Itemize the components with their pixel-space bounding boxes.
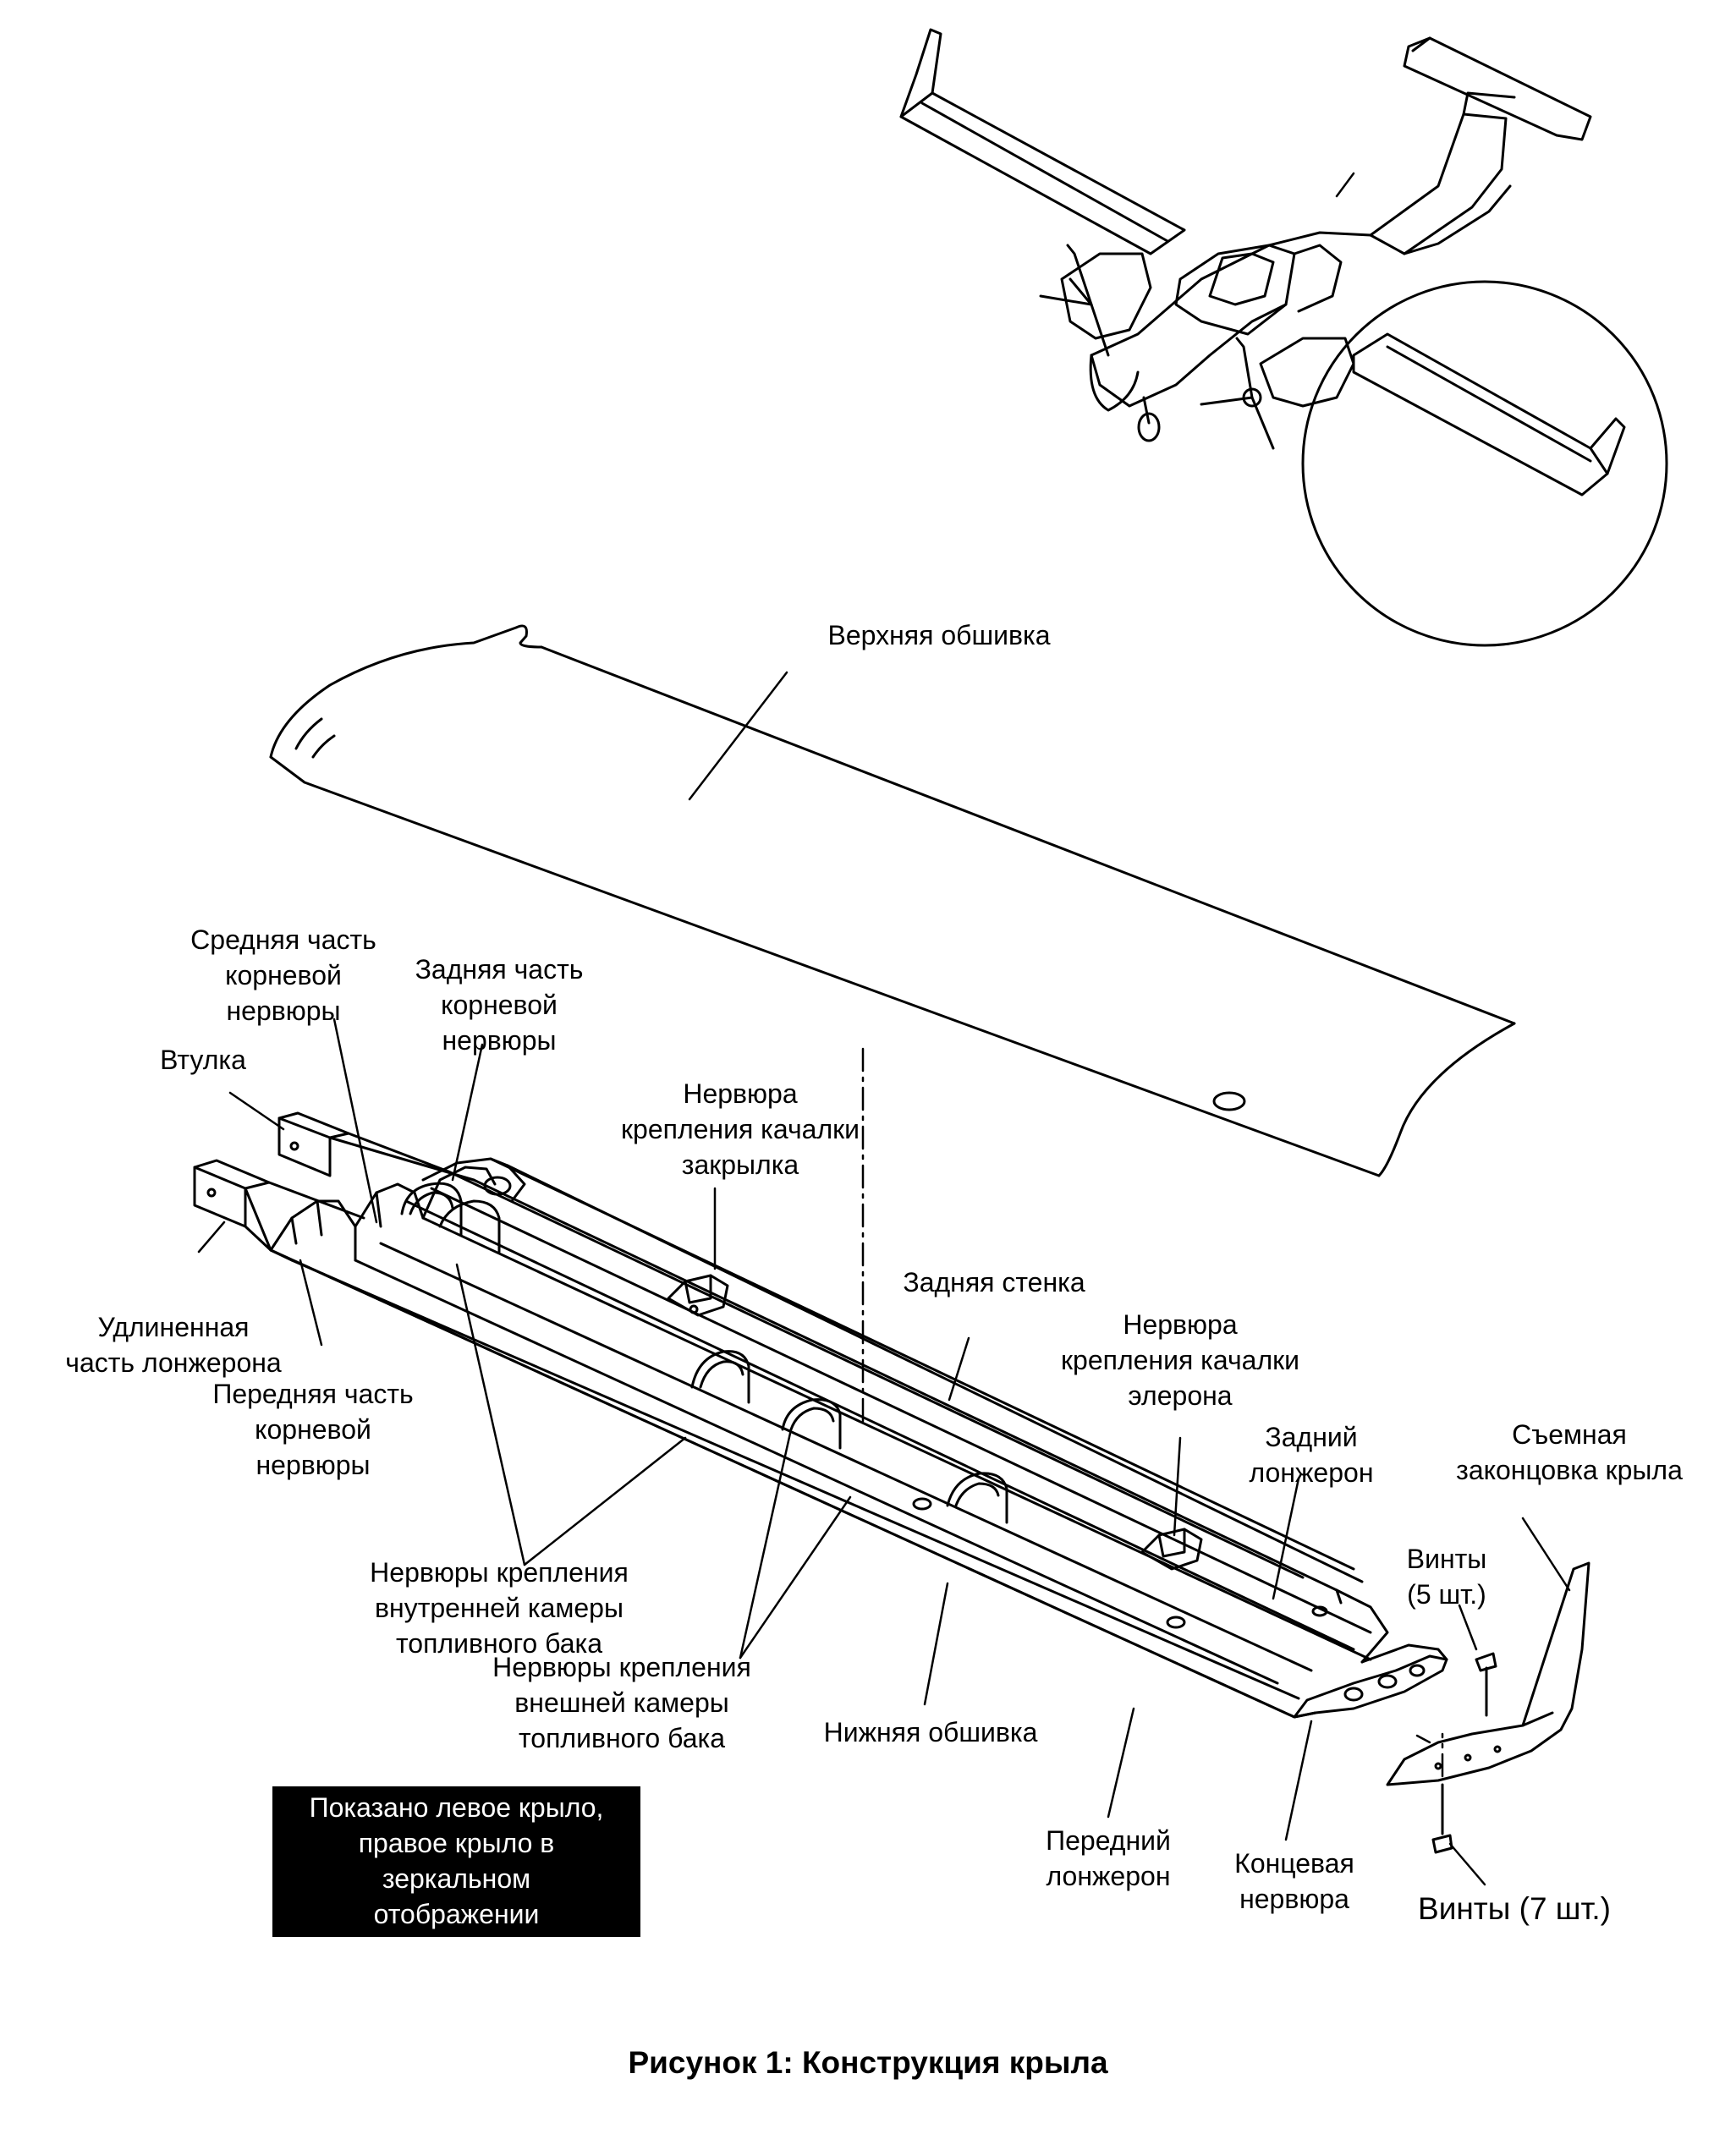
label-tip-rib: Концевая нервюра <box>1234 1848 1354 1914</box>
label-root-rib-front: Передняя часть корневой нервюры <box>212 1379 414 1480</box>
label-bushing: Втулка <box>160 1045 246 1075</box>
label-root-rib-rear: Задняя часть корневой нервюры <box>415 954 584 1056</box>
label-root-rib-middle: Средняя часть корневой нервюры <box>190 924 376 1026</box>
label-upper-skin: Верхняя обшивка <box>827 620 1051 650</box>
label-inner-tank-ribs: Нервюры крепления внутренней камеры топл… <box>370 1557 629 1659</box>
label-removable-wingtip: Съемная законцовка крыла <box>1456 1419 1683 1485</box>
label-screws-5: Винты (5 шт.) <box>1406 1544 1487 1610</box>
mirror-note: Показано левое крыло, правое крыло в зер… <box>272 1786 640 1937</box>
leader-lines <box>197 172 1571 1886</box>
figure-caption: Рисунок 1: Конструкция крыла <box>628 2045 1108 2080</box>
aircraft-overview <box>899 28 1668 647</box>
upper-skin-panel <box>269 624 1516 1177</box>
label-rear-web: Задняя стенка <box>903 1267 1085 1297</box>
label-flap-bellcrank-rib: Нервюра крепления качалки закрылка <box>621 1078 860 1180</box>
label-spar-extension: Удлиненная часть лонжерона <box>65 1312 282 1378</box>
label-rear-spar: Задний лонжерон <box>1249 1422 1374 1488</box>
label-screws-7: Винты (7 шт.) <box>1418 1891 1611 1926</box>
wing-structure <box>193 1111 1448 1719</box>
label-aileron-bellcrank-rib: Нервюра крепления качалки элерона <box>1061 1309 1299 1411</box>
assembly-lines <box>861 1047 1444 1778</box>
label-outer-tank-ribs: Нервюры крепления внешней камеры топливн… <box>492 1652 751 1753</box>
label-front-spar: Передний лонжерон <box>1046 1825 1171 1891</box>
label-lower-skin: Нижняя обшивка <box>823 1717 1038 1747</box>
removable-wingtip <box>1386 1561 1590 1786</box>
screws <box>1431 1652 1497 1854</box>
